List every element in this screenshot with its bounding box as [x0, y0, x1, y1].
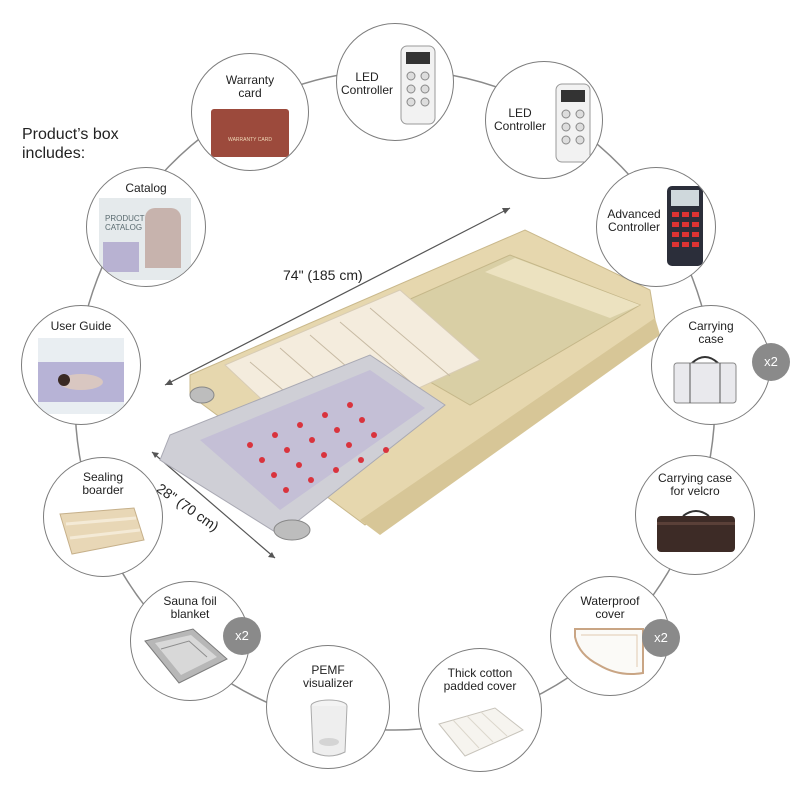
led-controller-2-item: LED Controller [485, 61, 603, 179]
warranty-card-image: WARRANTY CARD [211, 109, 289, 157]
user-guide-label: User Guide [50, 319, 112, 333]
user-guide-item: User Guide [21, 305, 141, 425]
thick-cotton-padded-cover-label: Thick cotton padded cover [443, 666, 517, 693]
quantity-badge: x2 [642, 619, 680, 657]
led-dots [247, 402, 389, 493]
sealing-boarder-icon [59, 507, 145, 555]
waterproof-cover-item: Waterproof cover [550, 576, 670, 696]
user-guide-image [38, 338, 124, 414]
warranty-card-item: Warranty card WARRANTY CARD [191, 53, 309, 171]
mat-illustration [151, 207, 660, 559]
carrying-case-velcro-item: Carrying case for velcro [635, 455, 755, 575]
carrying-case-label: Carrying case [688, 319, 734, 346]
led-controller-1-item: LED Controller [336, 23, 454, 141]
advanced-controller-label: Advanced Controller [607, 207, 661, 234]
led-controller-1-label: LED Controller [340, 70, 394, 97]
foil-blanket-icon [144, 628, 228, 684]
quantity-badge: x2 [223, 617, 261, 655]
carrying-case-velcro-label: Carrying case for velcro [657, 471, 733, 498]
led-controller-icon [400, 45, 436, 125]
sauna-foil-blanket-label: Sauna foil blanket [163, 594, 217, 621]
catalog-image: PRODUCT CATALOG [99, 198, 191, 280]
length-dimension-label: 74" (185 cm) [283, 267, 363, 283]
thick-cotton-padded-cover-item: Thick cotton padded cover [418, 648, 542, 772]
sealing-boarder-label: Sealing boarder [82, 470, 124, 497]
led-controller-icon [555, 83, 591, 163]
carrying-case-item: Carrying case [651, 305, 771, 425]
catalog-label: Catalog [125, 181, 167, 195]
quantity-badge: x2 [752, 343, 790, 381]
carrying-case-icon [673, 356, 737, 404]
pemf-visualizer-item: PEMF visualizer [266, 645, 390, 769]
waterproof-cover-icon [574, 628, 644, 675]
warranty-card-label: Warranty card [225, 73, 275, 100]
pemf-visualizer-icon [310, 699, 348, 757]
pemf-visualizer-label: PEMF visualizer [302, 663, 353, 690]
led-controller-2-label: LED Controller [493, 106, 547, 133]
velcro-case-icon [657, 510, 735, 552]
intro-text: Product’s box includes: [22, 126, 119, 162]
sealing-boarder-item: Sealing boarder [43, 457, 163, 577]
advanced-controller-icon [667, 186, 703, 266]
waterproof-cover-label: Waterproof cover [580, 594, 640, 621]
catalog-item: Catalog PRODUCT CATALOG [86, 167, 206, 287]
padded-cover-icon [438, 707, 524, 757]
advanced-controller-item: Advanced Controller [596, 167, 716, 287]
